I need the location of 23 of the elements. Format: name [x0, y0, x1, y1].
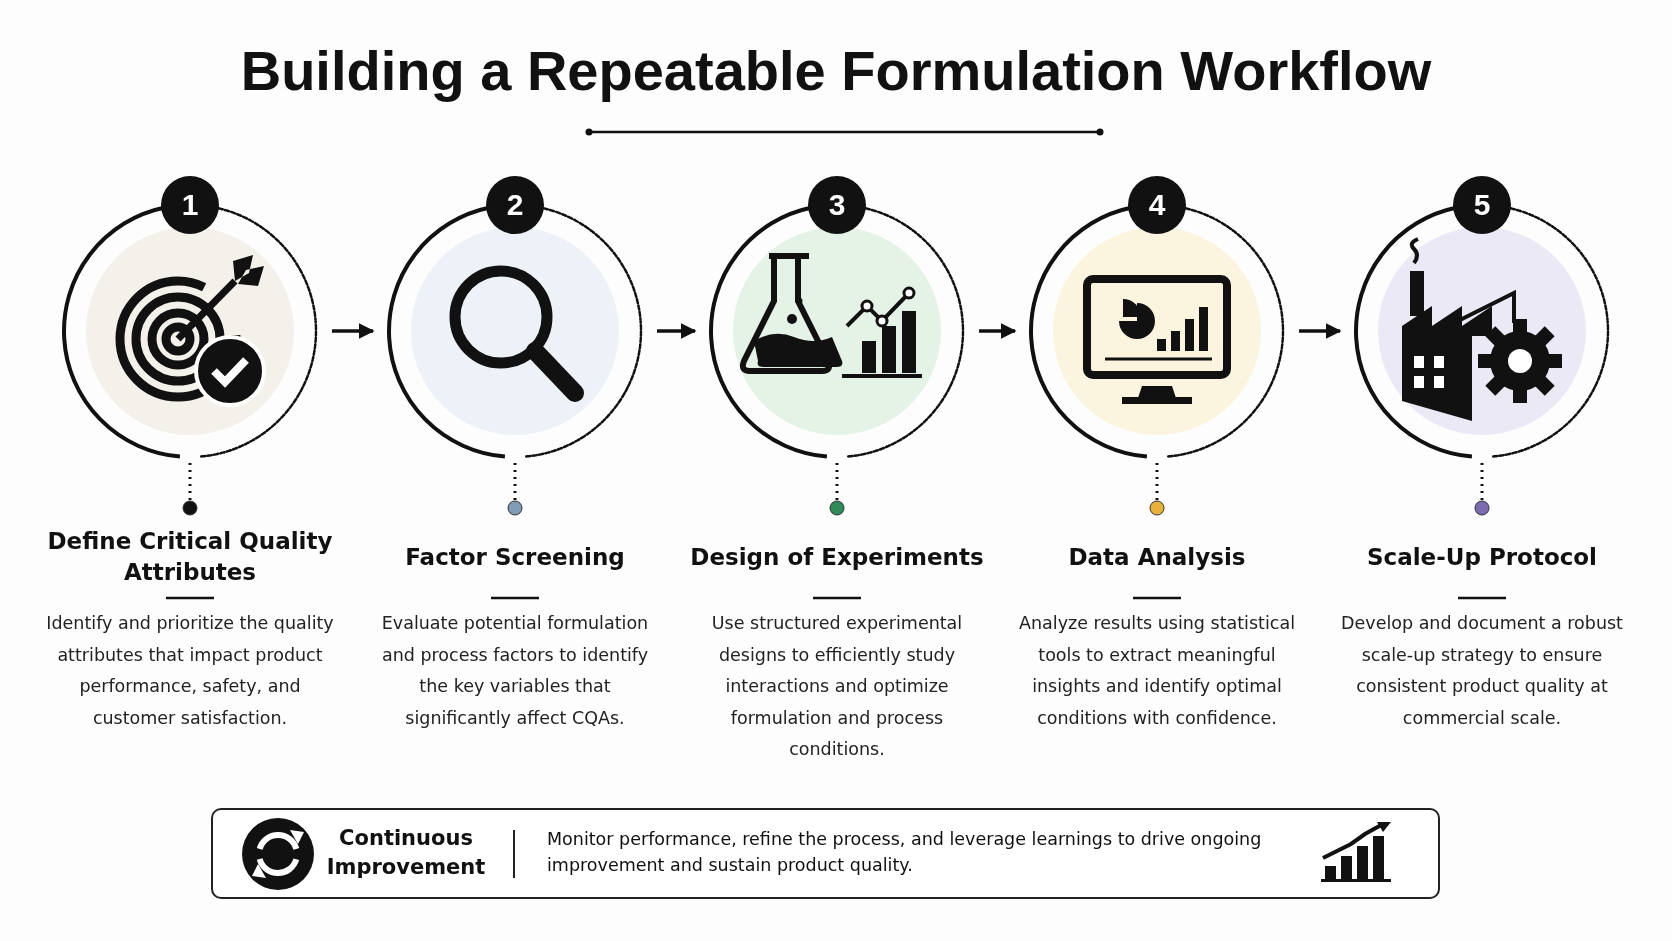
- step-heading: Scale-Up Protocol: [1366, 542, 1598, 572]
- step-heading: Data Analysis: [1067, 542, 1247, 572]
- step-number: 3: [808, 176, 866, 234]
- title: Building a Repeatable Formulation Workflow: [239, 38, 1433, 104]
- panel-description: Monitor performance, refine the process, and leverage learnings to drive ongoing improvement and sustain product quality.: [547, 828, 1263, 877]
- step-description: Use structured experimental designs to efficiently study interactions and optimize formulation and process conditions.: [710, 612, 964, 761]
- step-description: Develop and document a robust scale-up strategy to ensure consistent product quality at commercial scale.: [1340, 612, 1624, 730]
- summary-panel: [211, 808, 1440, 899]
- arrow: [1299, 323, 1342, 339]
- step-description: Evaluate potential formulation and process factors to identify the key variables that significantly affect CQAs.: [380, 612, 650, 730]
- arrow: [657, 323, 697, 339]
- arrow: [332, 323, 375, 339]
- step-number: 4: [1128, 176, 1186, 234]
- step-number: 1: [161, 176, 219, 234]
- step-number: 5: [1453, 176, 1511, 234]
- step-description: Analyze results using statistical tools to extract meaningful insights and identify optimal conditions with confidence.: [1018, 612, 1296, 730]
- step-heading: Design of Experiments: [689, 542, 985, 572]
- arrow: [979, 323, 1017, 339]
- step-description: Identify and prioritize the quality attributes that impact product performance, safety, and customer satisfaction.: [45, 612, 335, 730]
- step-heading: Define Critical Quality Attributes: [46, 527, 334, 587]
- step-heading: Factor Screening: [404, 542, 626, 572]
- panel-heading: Continuous Improvement: [325, 825, 487, 881]
- step-number: 2: [486, 176, 544, 234]
